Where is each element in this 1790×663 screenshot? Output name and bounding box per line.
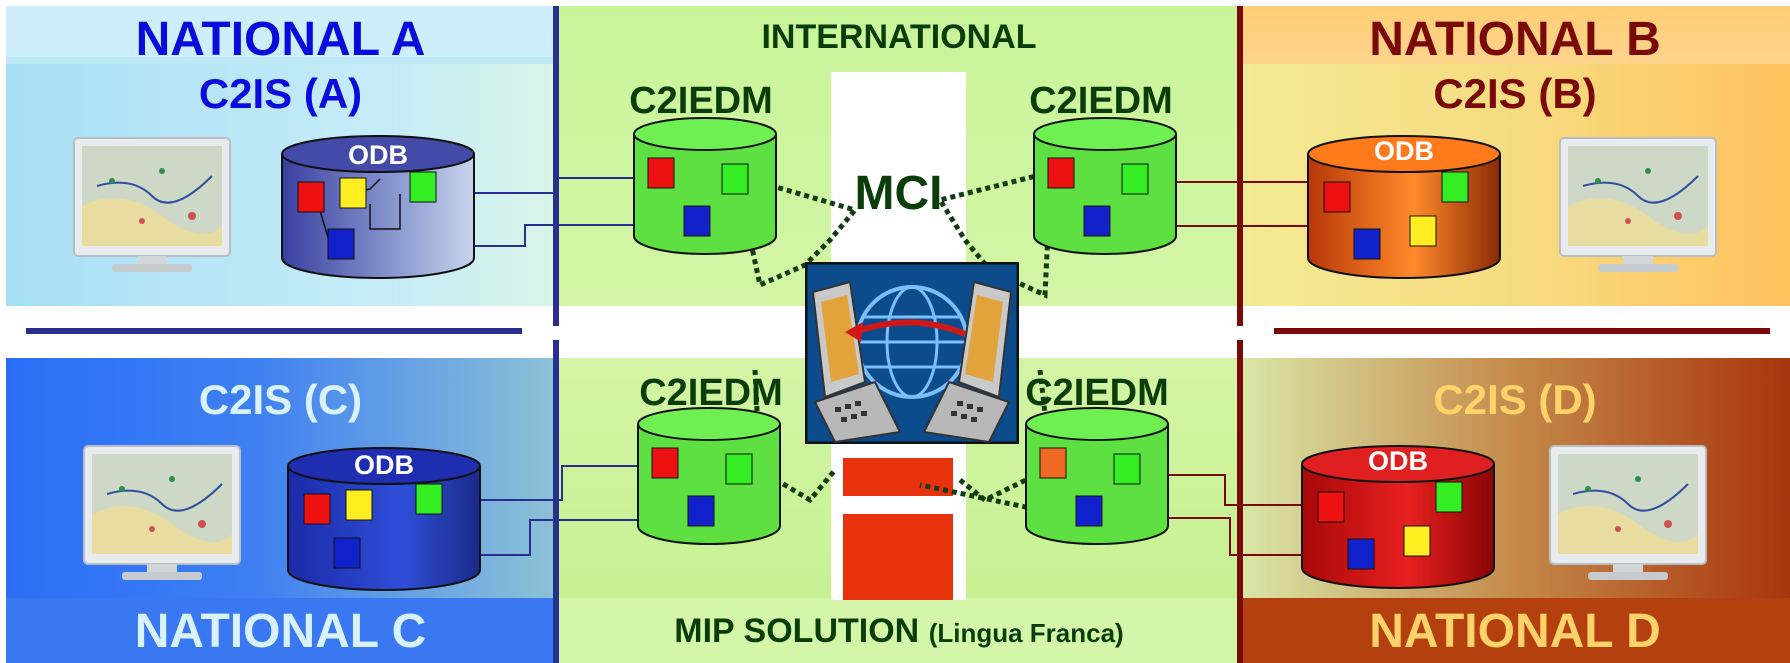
map-monitor-icon: [83, 445, 241, 580]
c2is-d-label: C2IS (D): [1433, 376, 1597, 423]
odb-c-label: ODB: [354, 450, 414, 480]
c2iedm-label-4: C2IEDM: [1025, 372, 1169, 414]
c2is-a-label: C2IS (A): [198, 70, 363, 117]
c2iedm-database-3: [637, 407, 781, 545]
divider-left-top: [553, 6, 559, 326]
separator-bar-left: [26, 328, 522, 334]
divider-right-top: [1237, 6, 1243, 326]
divider-left-bottom: [553, 340, 559, 663]
mci-label: MCI: [854, 167, 943, 220]
map-monitor-icon: [1549, 445, 1707, 580]
mip-solution-sub: (Lingua Franca): [928, 618, 1124, 648]
mip-solution-panel: [558, 598, 1240, 663]
national-d-footer-panel: [1240, 598, 1790, 663]
c2iedm-label-1: C2IEDM: [629, 80, 773, 122]
c2iedm-database-2: [1033, 117, 1177, 255]
mip-solution-label: MIP SOLUTION (Lingua Franca): [558, 612, 1240, 651]
c2iedm-database-1: [633, 117, 777, 255]
map-monitor-icon: [1559, 137, 1717, 272]
odb-a-label: ODB: [348, 140, 408, 170]
odb-b-label: ODB: [1374, 136, 1434, 166]
international-title: INTERNATIONAL: [761, 18, 1037, 56]
divider-right-bottom: [1237, 340, 1243, 663]
c2is-b-label: C2IS (B): [1433, 70, 1597, 117]
national-c-title: NATIONAL C: [134, 605, 427, 658]
national-a-title: NATIONAL A: [135, 13, 426, 66]
separator-bar-right: [1274, 328, 1770, 334]
national-c-footer-panel: [6, 598, 555, 663]
red-block-lower: [843, 514, 953, 600]
odb-database-b: [1307, 135, 1501, 279]
odb-d-label: ODB: [1368, 446, 1428, 476]
national-b-title: NATIONAL B: [1369, 13, 1661, 66]
odb-database-a: [281, 135, 475, 279]
national-d-title: NATIONAL D: [1369, 605, 1661, 658]
odb-database-c: [287, 447, 481, 591]
mip-solution-main: MIP SOLUTION: [674, 612, 920, 650]
computers-globe-exchange-icon: [805, 262, 1019, 444]
c2iedm-database-4: [1025, 407, 1169, 545]
odb-database-d: [1301, 445, 1495, 589]
c2iedm-label-2: C2IEDM: [1029, 80, 1173, 122]
mci-column-top: [831, 72, 966, 272]
map-monitor-icon: [73, 137, 231, 272]
c2is-c-label: C2IS (C): [198, 376, 363, 423]
c2iedm-label-3: C2IEDM: [639, 372, 783, 414]
